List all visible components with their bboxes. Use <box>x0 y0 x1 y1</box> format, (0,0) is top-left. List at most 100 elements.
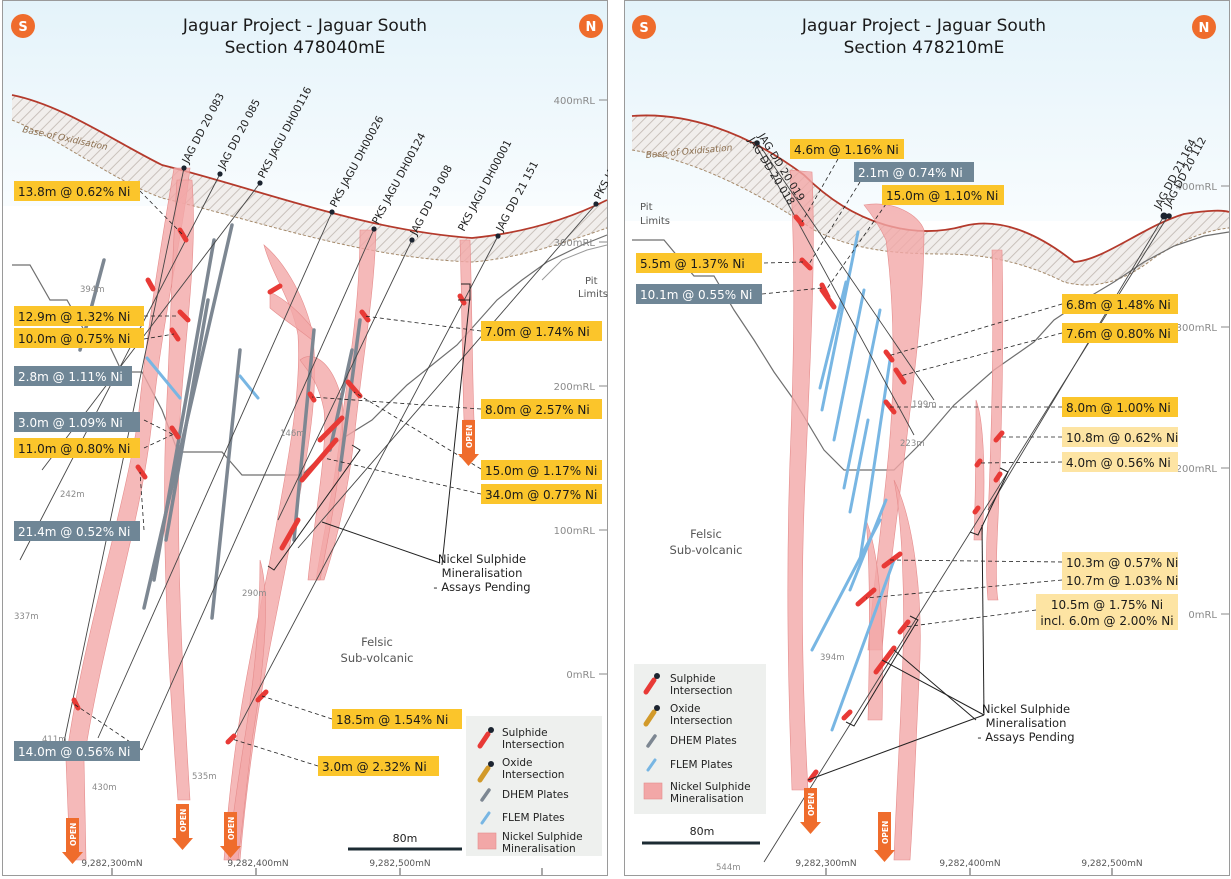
callout-leaders <box>761 158 1063 628</box>
callout-text: 12.9m @ 1.32% Ni <box>18 310 130 324</box>
callout-leaders <box>73 190 482 767</box>
callout-box <box>14 412 140 432</box>
open-label: OPEN <box>179 809 188 832</box>
depth-label: 535m <box>192 772 217 782</box>
sky-background <box>3 1 607 206</box>
open-arrow: OPEN <box>800 788 821 834</box>
section-478210-panel: 400mRL 300mRL 200mRL 0mRL 199m 223m 394m… <box>624 0 1230 876</box>
pending-label-line: Nickel Sulphide <box>438 552 526 566</box>
pending-label-line: - Assays Pending <box>977 730 1074 744</box>
callout-box <box>1062 397 1178 417</box>
flem-plates <box>145 356 260 400</box>
northing-label: 9,282,500mN <box>1081 859 1142 869</box>
callout-text: 21.4m @ 0.52% Ni <box>18 525 130 539</box>
callout-box <box>790 139 904 159</box>
legend-oxide-label: Oxide <box>670 703 701 715</box>
depth-label: 394m <box>820 653 845 663</box>
callout-box <box>14 438 140 458</box>
depth-label: 146m <box>280 429 305 439</box>
open-label: OPEN <box>881 821 890 844</box>
pit-limits-line-2 <box>541 244 608 281</box>
section-title: Jaguar Project - Jaguar South <box>182 16 427 36</box>
northing-label: 9,282,500mN <box>369 859 430 869</box>
callout-box <box>14 181 140 201</box>
callout-box <box>1062 452 1178 472</box>
south-badge <box>632 15 656 39</box>
callout-text: incl. 6.0m @ 2.00% Ni <box>1040 614 1173 628</box>
callout-text: 14.0m @ 0.56% Ni <box>18 745 130 759</box>
callout-text: 10.3m @ 0.57% Ni <box>1066 556 1178 570</box>
south-badge-label: S <box>639 21 648 36</box>
collar-dots <box>754 140 1172 220</box>
north-badge-label: N <box>1199 21 1210 36</box>
legend-nickel-label: Nickel Sulphide <box>502 831 583 843</box>
callout-text: 3.0m @ 1.09% Ni <box>18 416 123 430</box>
callout-box <box>481 321 602 341</box>
callout-text: 3.0m @ 2.32% Ni <box>322 760 427 774</box>
callout-text: 2.8m @ 1.11% Ni <box>18 370 123 384</box>
northing-ticks <box>111 868 543 875</box>
legend-nickel-label: Nickel Sulphide <box>670 781 751 793</box>
pending-label: Nickel Sulphide Mineralisation - Assays … <box>977 702 1074 744</box>
pending-label-line: Nickel Sulphide <box>982 702 1070 716</box>
callout-text: 8.0m @ 1.00% Ni <box>1066 401 1171 415</box>
rl-label-100: 100mRL <box>554 526 596 537</box>
pit-limits-label: Limits <box>640 216 670 227</box>
callout-text: 4.6m @ 1.16% Ni <box>794 143 899 157</box>
rl-label-200: 200mRL <box>1176 464 1218 475</box>
callout-box <box>1062 427 1178 447</box>
callout-box <box>14 521 140 541</box>
open-arrow: OPEN <box>172 804 193 850</box>
section-subtitle: Section 478040mE <box>225 38 386 58</box>
north-badge-label: N <box>586 20 597 35</box>
callout-text: 6.8m @ 1.48% Ni <box>1066 298 1171 312</box>
section-478040-diagram: 400mRL 300mRL 200mRL 100mRL 0mRL 394m 24… <box>2 0 608 876</box>
legend-flem-label: FLEM Plates <box>670 759 733 771</box>
depth-labels: 199m 223m 394m 544m <box>716 400 937 873</box>
section-title: Jaguar Project - Jaguar South <box>801 16 1046 36</box>
callout-box <box>1062 552 1178 572</box>
northing-label: 9,282,400mN <box>227 859 288 869</box>
rl-label-300: 300mRL <box>1176 323 1218 334</box>
section-478040-panel: 400mRL 300mRL 200mRL 100mRL 0mRL 394m 24… <box>2 0 608 876</box>
base-of-oxidisation-line <box>631 149 1230 286</box>
callout-text: 34.0m @ 0.77% Ni <box>485 488 597 502</box>
callout-text: 15.0m @ 1.10% Ni <box>886 189 998 203</box>
northing-label: 9,282,300mN <box>795 859 856 869</box>
open-label: OPEN <box>69 823 78 846</box>
rl-label-300: 300mRL <box>554 238 596 249</box>
open-label: OPEN <box>807 793 816 816</box>
callout-text: 11.0m @ 0.80% Ni <box>18 442 130 456</box>
callout-box <box>1062 570 1178 590</box>
callout-text: 10.1m @ 0.55% Ni <box>640 288 752 302</box>
pending-label-line: Mineralisation <box>986 716 1067 730</box>
north-badge <box>1192 15 1216 39</box>
depth-label: 290m <box>242 589 267 599</box>
nickel-mineralisation-bodies <box>65 167 475 861</box>
dhem-plates <box>78 223 362 620</box>
callout-box <box>882 185 1004 205</box>
nickel-mineralisation-bodies <box>787 169 1004 861</box>
depth-label: 199m <box>912 400 937 410</box>
pit-limits-label: Limits <box>578 289 608 300</box>
callout-box <box>636 284 762 304</box>
rl-label-0: 0mRL <box>1188 610 1217 621</box>
northing-label: 9,282,300mN <box>81 859 142 869</box>
callout-box <box>636 253 762 273</box>
callout-box <box>1062 323 1178 343</box>
rock-label: Sub-volcanic <box>670 543 743 557</box>
pending-brackets <box>267 283 471 571</box>
callout-text: 10.7m @ 1.03% Ni <box>1066 574 1178 588</box>
legend: Sulphide Intersection Oxide Intersection… <box>466 716 602 856</box>
rl-ticks <box>599 99 607 675</box>
open-arrow: OPEN <box>62 818 83 864</box>
open-arrows: OPEN OPEN <box>800 788 895 862</box>
rock-label: Felsic <box>361 635 393 649</box>
depth-label: 430m <box>92 783 117 793</box>
open-label: OPEN <box>227 817 236 840</box>
depth-label: 223m <box>900 439 925 449</box>
rl-label-200: 200mRL <box>554 382 596 393</box>
callout-box <box>1036 594 1178 630</box>
depth-label: 242m <box>60 490 85 500</box>
callout-box <box>14 366 132 386</box>
